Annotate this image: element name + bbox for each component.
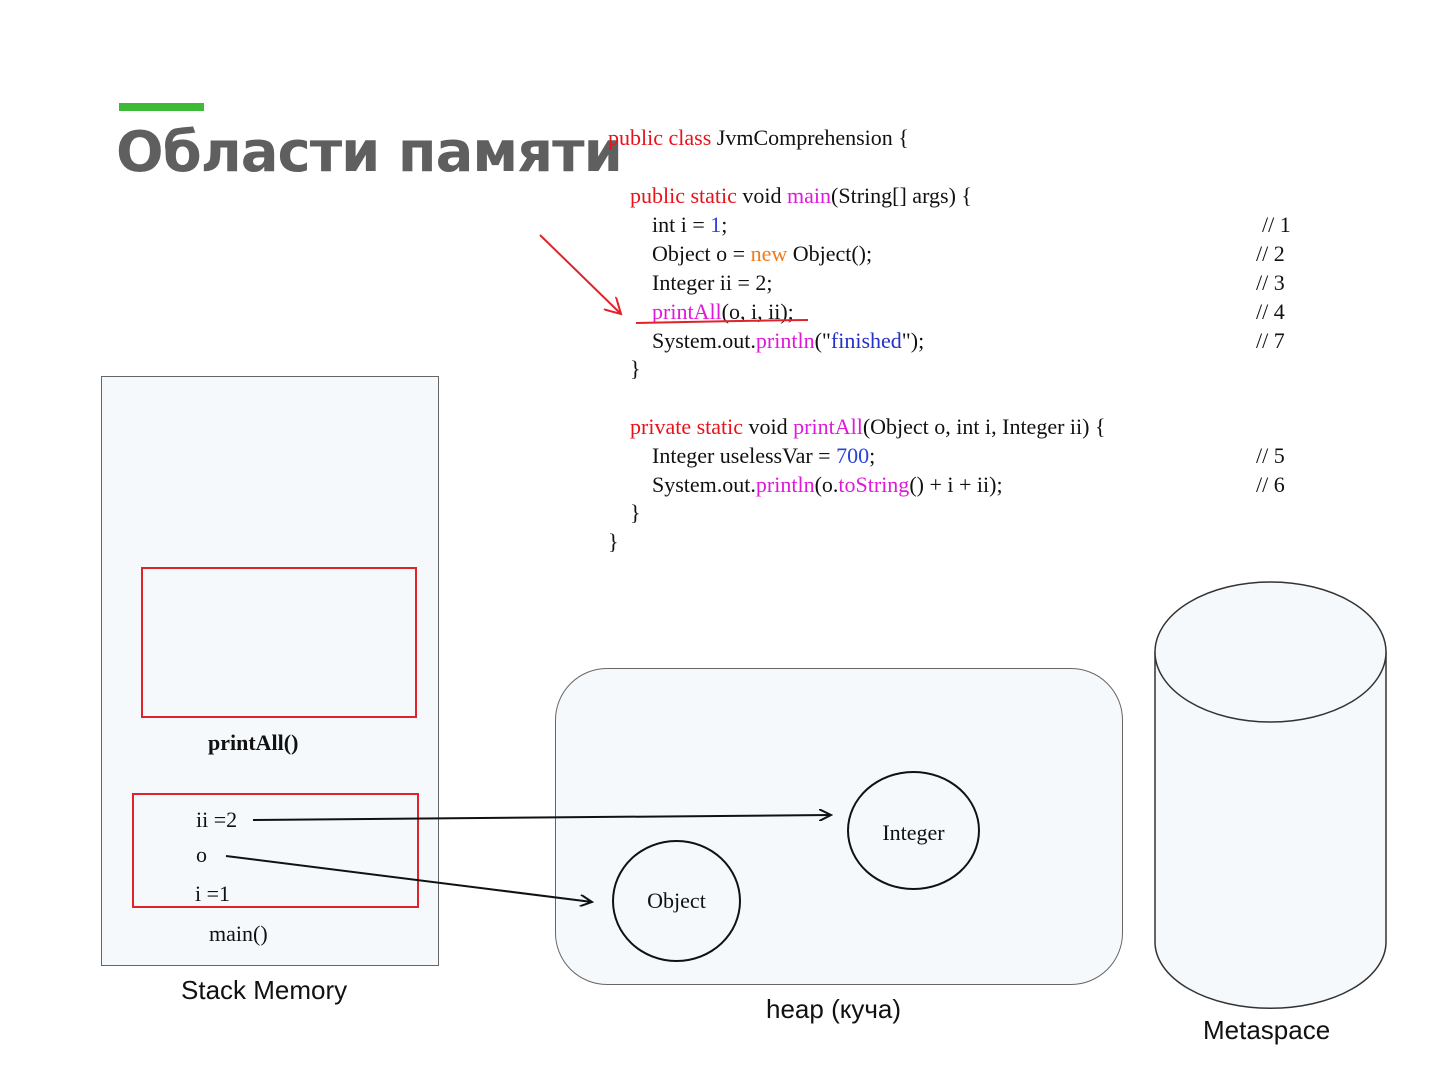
code-close-brace: } [608,529,619,554]
metaspace-classes-word: classes... [1226,925,1316,947]
metaspace-line-2: class system [1156,897,1386,923]
object-label: Object [647,888,706,913]
integer-object-label: Integer [882,820,945,845]
code-line-1: int i = 1; [652,214,727,236]
code-line-7: System.out.println("finished"); [652,330,924,352]
code-line-class: public class JvmComprehension { [608,127,909,149]
code-text: Object o = [652,241,751,266]
code-line-3: Integer ii = 2; [652,272,773,294]
integer-object-circle [847,771,980,890]
code-method: printAll [652,299,722,324]
code-text: System.out. [652,328,756,353]
code-keyword: public static [630,183,737,208]
code-text: Integer ii = 2; [652,270,773,295]
metaspace-content: JvmComprehension. class system classes..… [1156,871,1386,949]
metaspace-caption: Metaspace [1203,1015,1331,1045]
code-method: main [787,183,832,208]
main-stack-frame [132,793,419,908]
code-string: finished [830,328,902,353]
code-line-5: Integer uselessVar = 700; [652,445,875,467]
code-text: (" [814,328,831,353]
stack-var-ii: ii =2 [196,807,238,832]
heap-caption: heap (куча) [766,994,902,1024]
code-text: JvmComprehension { [711,125,909,150]
code-method: printAll [793,414,863,439]
code-line-main-decl: public static void main(String[] args) { [630,185,972,207]
code-method: toString [838,472,910,497]
code-comment: // 4 [1256,299,1285,324]
code-text: (o, i, ii); [721,299,794,324]
code-comment: // 5 [1256,443,1285,468]
code-line-printall-decl: private static void printAll(Object o, i… [630,416,1106,438]
title-accent-bar [119,103,204,111]
main-frame-label: main() [209,921,268,946]
code-text: Object(); [787,241,873,266]
code-line-2: Object o = new Object(); [652,243,872,265]
code-text: void [743,414,794,439]
code-text: () + i + ii); [909,472,1003,497]
code-number: 700 [836,443,870,468]
code-close-brace: } [630,500,641,525]
code-comment: // 1 [1262,212,1291,237]
code-method: println [755,328,815,353]
code-text: Integer uselessVar = [652,443,837,468]
code-text: (String[] args) { [831,183,972,208]
object-circle [612,840,741,962]
code-text: (Object o, int i, Integer ii) { [862,414,1106,439]
code-line-6: System.out.println(o.toString() + i + ii… [652,474,1003,496]
code-comment: // 6 [1256,472,1285,497]
code-line-4: printAll(o, i, ii); [652,301,794,323]
code-text: ; [721,212,728,237]
code-text: System.out. [652,472,756,497]
code-text: void [736,183,788,208]
stack-var-i: i =1 [195,881,231,906]
printall-stack-frame [141,567,417,718]
code-comment: // 3 [1256,270,1285,295]
stack-memory-caption: Stack Memory [181,975,348,1005]
stack-var-o: o [196,842,207,867]
code-keyword: private static [630,414,744,439]
code-new-keyword: new [750,241,788,266]
code-comment: // 7 [1256,328,1285,353]
slide-title: Области памяти [116,120,623,185]
metaspace-class-word: class [1208,899,1265,921]
code-text: int i = [652,212,711,237]
metaspace-system-word: system [1264,899,1334,921]
metaspace-line-1: JvmComprehension. [1172,873,1370,895]
code-text: (o. [814,472,839,497]
code-comment: // 2 [1256,241,1285,266]
code-close-brace: } [630,356,641,381]
code-number: 1 [710,212,722,237]
printall-pointer-arrow [539,234,621,314]
metaspace-line-3: classes... [1156,923,1386,949]
code-keyword: public class [608,125,712,150]
code-text: "); [901,328,925,353]
code-text: ; [869,443,876,468]
code-method: println [755,472,815,497]
printall-frame-label: printAll() [208,730,299,755]
